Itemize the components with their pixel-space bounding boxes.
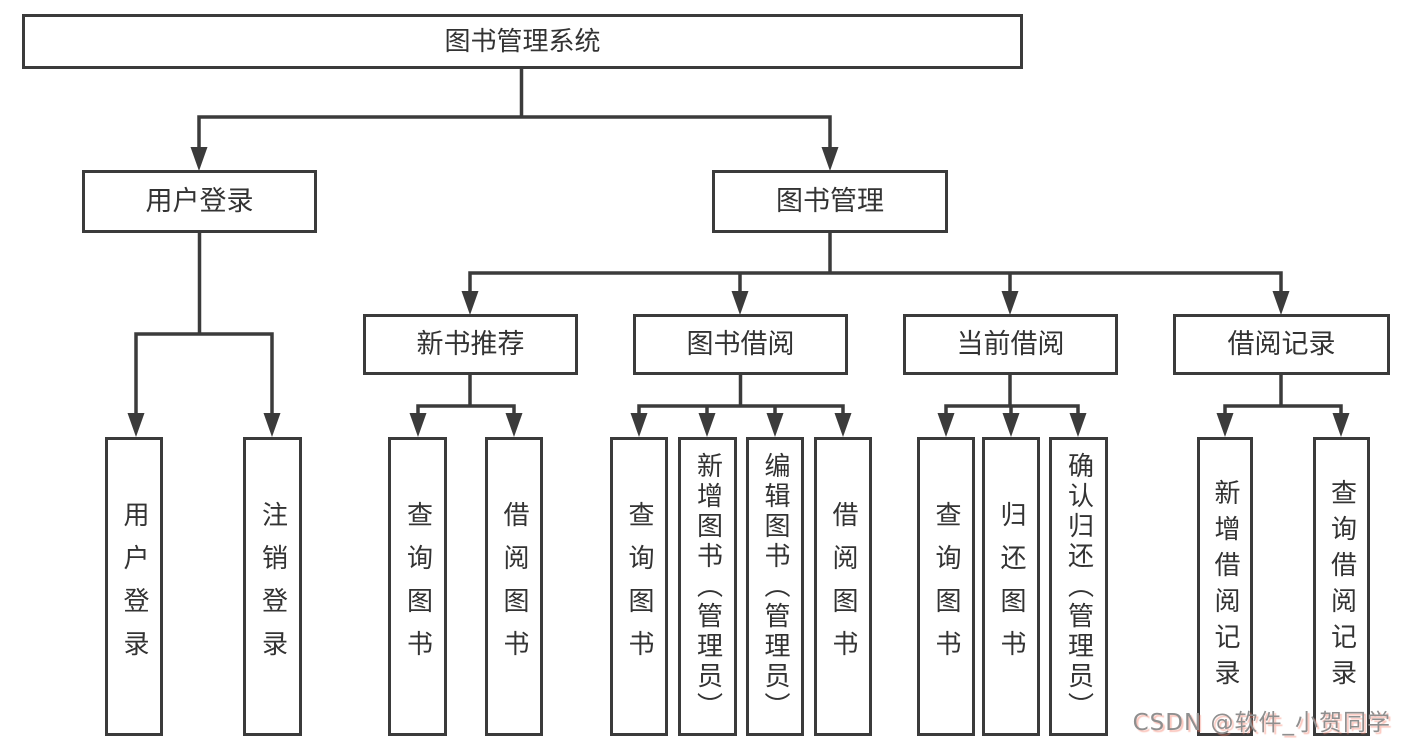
leaf-borrow-book-recommend: 借阅图书 — [485, 437, 543, 736]
leaf-edit-book-admin-label: 编辑图书（管理员） — [760, 451, 790, 722]
leaf-user-login-label: 用户登录 — [119, 500, 149, 673]
leaf-confirm-return-admin-label: 确认归还（管理员） — [1063, 451, 1094, 722]
leaf-query-current-borrow-label: 查询图书 — [931, 500, 961, 673]
connector-user-login-children — [134, 233, 274, 418]
leaf-borrow-book-recommend-label: 借阅图书 — [499, 500, 529, 673]
leaf-logout: 注销登录 — [243, 437, 302, 736]
leaf-user-login: 用户登录 — [105, 437, 163, 736]
node-borrow-record: 借阅记录 — [1173, 314, 1390, 375]
leaf-borrow-book: 借阅图书 — [814, 437, 872, 736]
arrowheads — [127, 147, 1350, 437]
node-new-book-recommend-label: 新书推荐 — [416, 329, 525, 360]
leaf-return-book: 归还图书 — [982, 437, 1040, 736]
leaf-borrow-book-label: 借阅图书 — [828, 500, 858, 673]
connector-borrow-record-children — [1223, 375, 1343, 416]
leaf-edit-book-admin: 编辑图书（管理员） — [746, 437, 804, 736]
leaf-confirm-return-admin: 确认归还（管理员） — [1049, 437, 1108, 736]
leaf-add-book-admin-label: 新增图书（管理员） — [692, 451, 723, 722]
node-current-borrow-label: 当前借阅 — [956, 329, 1065, 360]
node-root-label: 图书管理系统 — [444, 26, 601, 57]
connector-book-management-children — [468, 233, 1283, 295]
node-borrow-record-label: 借阅记录 — [1227, 329, 1336, 360]
leaf-query-current-borrow: 查询图书 — [917, 437, 975, 736]
leaf-add-borrow-record-label: 新增借阅记录 — [1210, 478, 1240, 695]
leaf-add-book-admin: 新增图书（管理员） — [678, 437, 737, 736]
leaf-query-borrow-record: 查询借阅记录 — [1313, 437, 1370, 736]
connector-new-book-recommend-children — [416, 375, 516, 416]
leaf-query-borrow-record-label: 查询借阅记录 — [1326, 478, 1357, 695]
connector-root-to-level2 — [197, 69, 832, 150]
leaf-query-book-recommend-label: 查询图书 — [402, 500, 433, 673]
node-book-borrow-label: 图书借阅 — [686, 329, 795, 360]
leaf-query-book-borrow-label: 查询图书 — [624, 500, 654, 673]
node-book-management: 图书管理 — [712, 170, 948, 233]
node-user-login-label: 用户登录 — [145, 186, 254, 217]
csdn-watermark: CSDN @软件_小贺同学 — [1132, 710, 1391, 736]
leaf-logout-label: 注销登录 — [257, 500, 288, 673]
node-new-book-recommend: 新书推荐 — [363, 314, 578, 375]
leaf-query-book-recommend: 查询图书 — [388, 437, 447, 736]
connector-current-borrow-children — [944, 375, 1080, 416]
node-user-login: 用户登录 — [82, 170, 317, 233]
node-book-borrow: 图书借阅 — [633, 314, 848, 375]
node-current-borrow: 当前借阅 — [903, 314, 1118, 375]
node-book-management-label: 图书管理 — [776, 186, 884, 217]
leaf-return-book-label: 归还图书 — [996, 500, 1026, 673]
leaf-add-borrow-record: 新增借阅记录 — [1197, 437, 1253, 736]
node-root: 图书管理系统 — [22, 14, 1023, 69]
leaf-query-book-borrow: 查询图书 — [610, 437, 668, 736]
connector-book-borrow-children — [637, 375, 845, 416]
